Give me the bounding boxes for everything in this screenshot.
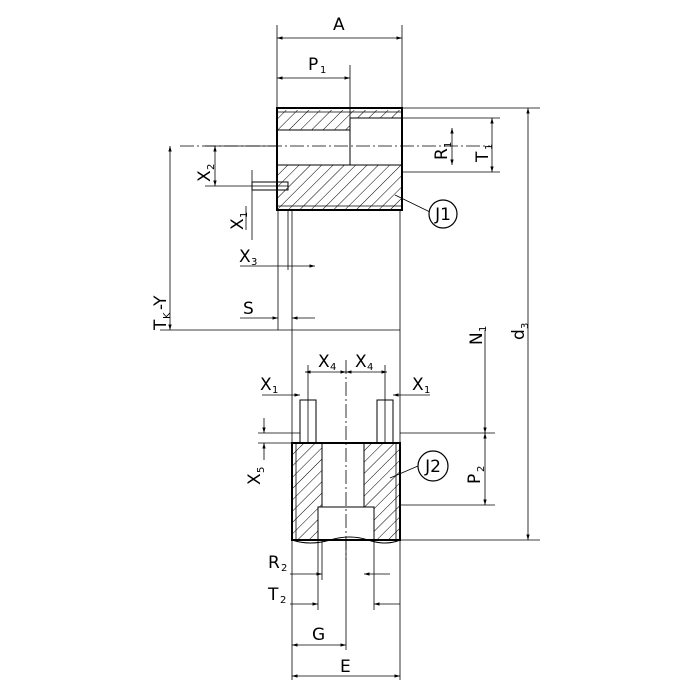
label-n1: N (467, 332, 487, 345)
balloon-j1: J1 (428, 199, 458, 229)
label-x2-sub: 2 (206, 164, 217, 170)
label-j1: J1 (434, 205, 451, 225)
label-t1-sub: 1 (484, 144, 495, 150)
label-t2-sub: 2 (280, 595, 286, 606)
label-x3: X (239, 247, 251, 267)
label-x3-sub: 3 (251, 257, 257, 268)
label-tk-y: T (151, 319, 171, 331)
label-t1: T (473, 151, 493, 163)
label-p1-sub: 1 (320, 65, 326, 76)
label-r2: R (268, 553, 280, 573)
label-d3: d (509, 329, 529, 340)
dimension-labels: A P 1 R 1 T 1 X 2 X 1 X 3 T K -Y S N 1 (151, 15, 531, 677)
label-r1-sub: 1 (443, 142, 454, 148)
label-x1-top: X (228, 218, 248, 230)
label-d3-sub: 3 (520, 323, 531, 329)
label-x1-left: X (260, 375, 272, 395)
label-x1-top-sub: 1 (239, 212, 250, 218)
label-r1: R (432, 148, 452, 160)
label-g: G (312, 625, 325, 645)
label-x4-left-sub: 4 (330, 362, 336, 373)
label-x4-right-sub: 4 (367, 362, 373, 373)
label-x2: X (195, 170, 215, 182)
label-t2: T (267, 585, 279, 605)
label-p1: P (308, 55, 318, 75)
dimension-lines (160, 25, 540, 680)
label-p2-sub: 2 (476, 466, 487, 472)
label-r2-sub: 2 (281, 563, 287, 574)
label-x5: X (245, 473, 265, 485)
bottom-part (291, 399, 401, 544)
label-x1-right: X (412, 375, 424, 395)
label-x1-left-sub: 1 (272, 385, 278, 396)
label-p2: P (465, 474, 485, 484)
label-x1-right-sub: 1 (424, 385, 430, 396)
label-n1-sub: 1 (478, 326, 489, 332)
label-x5-sub: 5 (256, 467, 267, 473)
label-e: E (340, 657, 351, 677)
label-x4-right: X (355, 352, 367, 372)
label-tk-y-sub: K (162, 312, 173, 319)
label-a: A (333, 15, 345, 35)
label-j2: J2 (424, 457, 441, 477)
label-x4-left: X (318, 352, 330, 372)
top-part (180, 107, 490, 211)
label-s: S (243, 299, 254, 319)
balloon-j2: J2 (417, 450, 449, 482)
label-tk-y-rest: -Y (151, 295, 171, 310)
